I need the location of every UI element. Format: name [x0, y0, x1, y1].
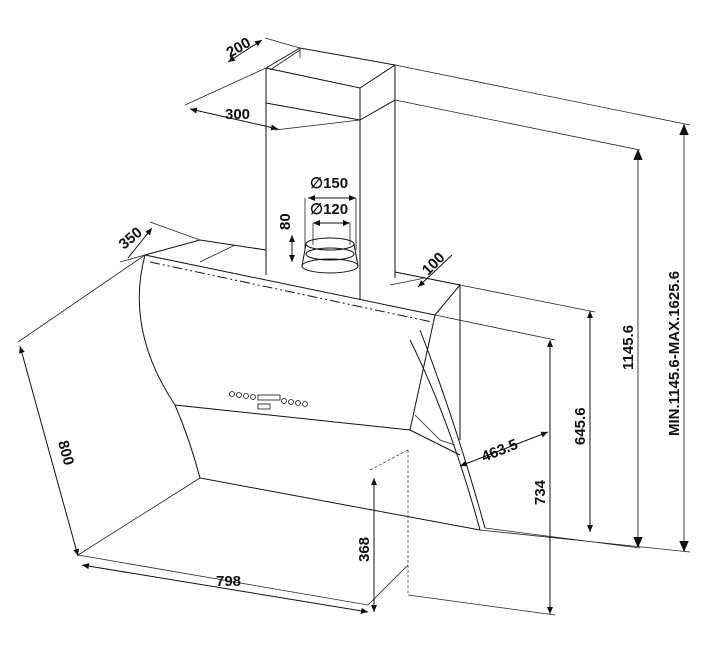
- label-front-height: 734: [532, 479, 549, 505]
- extension-lines: [17, 37, 691, 616]
- label-glass-height: 800: [54, 439, 77, 468]
- label-outlet-height: 80: [277, 213, 294, 230]
- label-outlet-inner-diameter: ∅120: [310, 201, 348, 218]
- dimension-lines: [18, 39, 689, 614]
- label-canopy-depth: 350: [116, 224, 146, 253]
- label-hood-width: 798: [216, 573, 241, 590]
- glass-panel: [138, 254, 486, 531]
- control-panel: [229, 391, 308, 410]
- label-min-height: 1145.6: [620, 325, 637, 370]
- label-projection: 463.5: [479, 436, 520, 466]
- label-outlet-outer-diameter: ∅150: [310, 175, 348, 192]
- label-chimney-width: 300: [225, 106, 250, 123]
- label-chimney-depth: 200: [224, 34, 254, 61]
- label-body-height: 645.6: [572, 407, 589, 445]
- canopy: [144, 239, 461, 440]
- base-outline: [77, 449, 409, 606]
- label-outlet-offset: 100: [419, 249, 449, 279]
- label-height-range: MIN.1145.6-MAX.1625.6: [666, 271, 683, 436]
- label-lower-height: 368: [356, 537, 373, 562]
- dimension-labels: 200 300 350 100 ∅150 ∅120 80 800 798 368…: [54, 34, 683, 590]
- chimney: [264, 47, 397, 300]
